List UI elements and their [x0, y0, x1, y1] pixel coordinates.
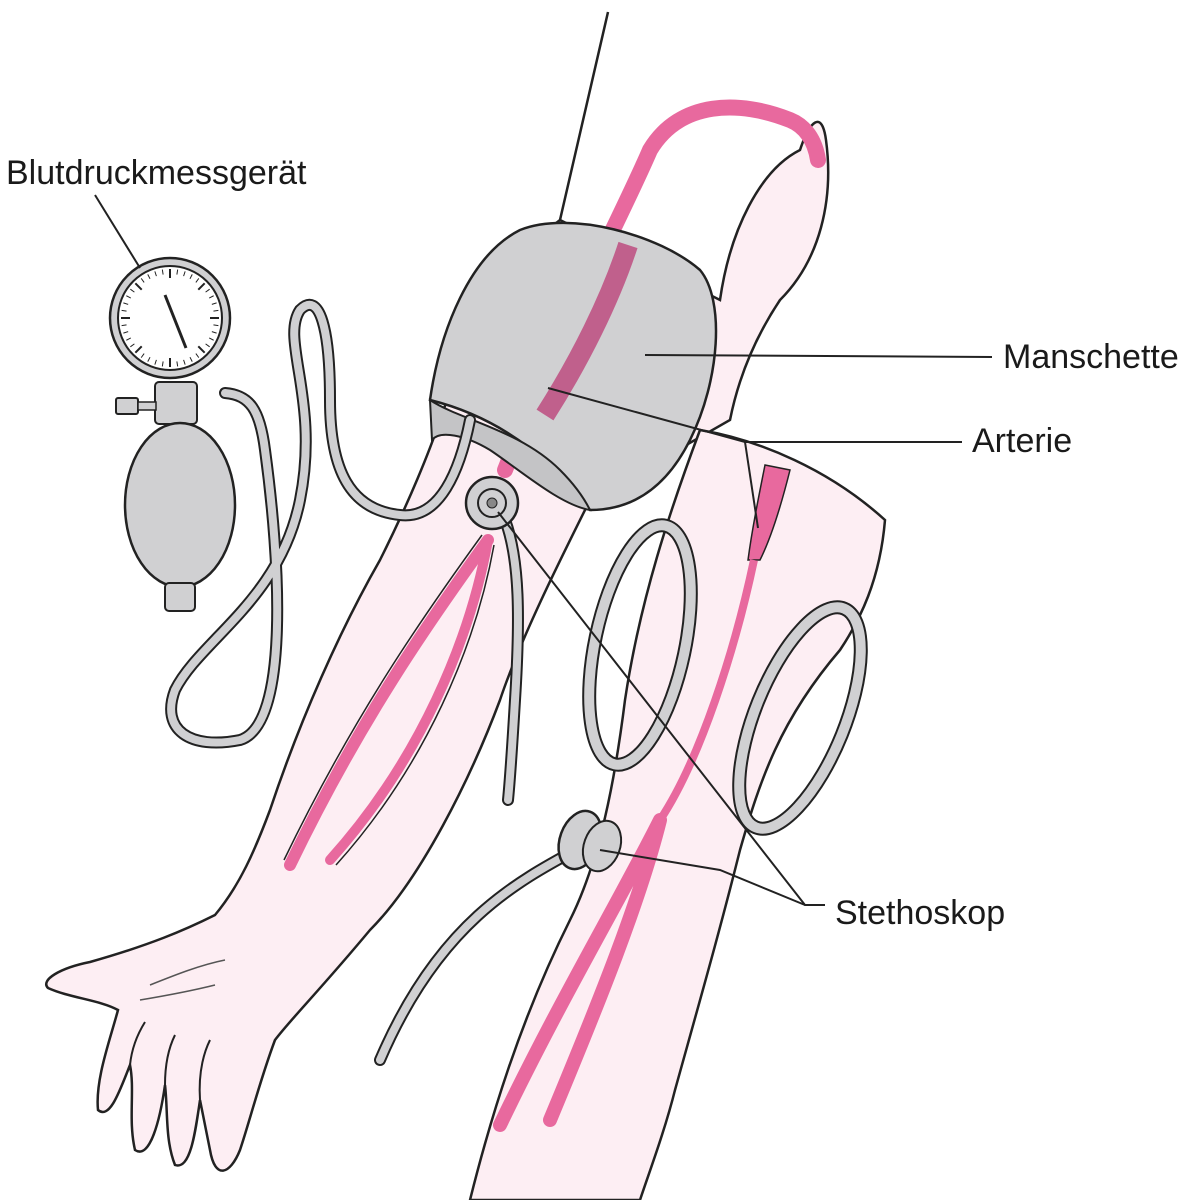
gauge-tick [123, 331, 129, 334]
gauge-tick [195, 278, 200, 283]
right-arm-artery-branches [493, 813, 667, 1132]
right-arm-skin [468, 428, 887, 1200]
gauge-needle [163, 294, 188, 349]
gauge-tick [154, 359, 157, 365]
forearm-artery-outline [283, 534, 495, 866]
gauge-tick [195, 353, 200, 358]
gauge-tick [205, 343, 210, 348]
cuff-artery-band [536, 241, 638, 421]
gauge-tick [126, 295, 132, 299]
gauge-tick [147, 274, 151, 280]
gauge-tick [176, 269, 179, 275]
leader-stethoscope-right [599, 849, 806, 906]
gauge-tick [140, 278, 145, 283]
finger-lines [129, 1021, 211, 1101]
stethoscope-left [464, 475, 524, 806]
gauge-tick [161, 269, 164, 275]
forearm-artery-radial [284, 534, 494, 871]
right-arm-artery-narrow [656, 559, 758, 823]
leader-artery-right [744, 441, 759, 529]
leader-cuff [644, 354, 993, 358]
gauge-tick [130, 343, 135, 348]
gauge-tick [213, 324, 219, 327]
gauge-tick [147, 356, 151, 362]
gauge-face [117, 265, 223, 371]
gauge-tick [140, 353, 145, 358]
gauge-tick [211, 331, 217, 334]
gauge-tick [176, 361, 179, 367]
right-arm-artery-wide [747, 464, 791, 561]
valve-knob [115, 397, 139, 415]
stethoscope-right [374, 809, 623, 1066]
gauge-tick [183, 271, 186, 277]
gauge-tick [126, 337, 132, 341]
gauge-tick [208, 337, 214, 341]
leader-meter [94, 194, 141, 269]
gauge-tick [189, 356, 193, 362]
gauge-tick [154, 271, 157, 277]
label-blood-pressure-meter: Blutdruckmessgerät [6, 154, 307, 192]
gauge-tick [205, 288, 210, 293]
bulb-valve [164, 582, 196, 612]
gauge-tick [211, 302, 217, 305]
label-stethoscope: Stethoskop [835, 894, 1006, 932]
gauge-tick [121, 324, 127, 327]
valve-body [154, 381, 198, 425]
gauge-ticks [121, 269, 219, 367]
forearm-artery-ulnar [325, 535, 493, 865]
label-artery: Arterie [972, 422, 1073, 460]
gauge-tick [121, 309, 127, 312]
gauge-tick [197, 282, 206, 291]
gauge-tick [213, 309, 219, 312]
label-cuff: Manschette [1003, 338, 1179, 376]
palm-creases [139, 959, 226, 1001]
gauge-tick [208, 295, 214, 299]
gauge-tick [183, 359, 186, 365]
gauge-tick [161, 361, 164, 367]
gauge-tick [197, 345, 206, 354]
valve-stem [137, 401, 157, 411]
gauge-tick [123, 302, 129, 305]
right-arm [468, 428, 887, 1200]
inflation-bulb [123, 421, 237, 589]
pressure-tubing [165, 299, 476, 749]
blood-pressure-meter [108, 256, 237, 612]
gauge-tick [134, 282, 143, 291]
gauge-tick [134, 345, 143, 354]
gauge-tick [189, 274, 193, 280]
leader-lines [94, 194, 993, 906]
gauge-tick [130, 288, 135, 293]
